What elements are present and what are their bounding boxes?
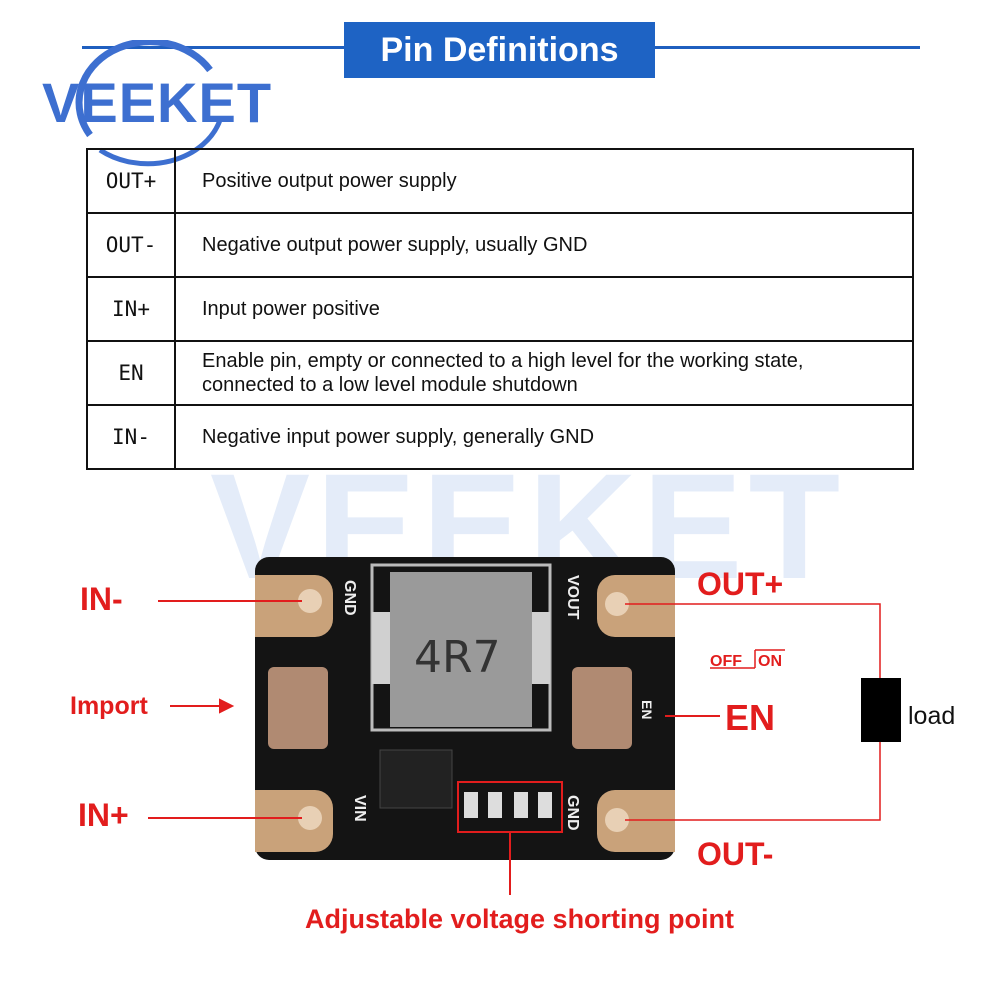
pad-out-plus	[597, 575, 675, 637]
pin-definitions-table: OUT+ Positive output power supply OUT- N…	[86, 148, 914, 470]
silkscreen-vin: VIN	[351, 795, 368, 822]
load-resistor	[861, 678, 901, 742]
table-row: OUT+ Positive output power supply	[86, 148, 914, 214]
label-load: load	[908, 702, 955, 730]
load-wire-bottom	[625, 742, 881, 821]
pin-description: Negative input power supply, generally G…	[174, 404, 914, 470]
pin-name: OUT-	[86, 212, 176, 278]
label-import: Import	[70, 692, 148, 720]
pin-description: Input power positive	[174, 276, 914, 342]
silkscreen-gnd-top: GND	[341, 580, 358, 616]
pad-in-minus	[255, 575, 333, 637]
table-row: EN Enable pin, empty or connected to a h…	[86, 340, 914, 406]
capacitor	[268, 667, 328, 749]
inductor	[390, 572, 532, 727]
pin-name: EN	[86, 340, 176, 406]
table-row: IN+ Input power positive	[86, 276, 914, 342]
pad-in-plus	[255, 790, 333, 852]
arrow-head	[219, 698, 235, 714]
pin-description: Negative output power supply, usually GN…	[174, 212, 914, 278]
capacitor	[572, 667, 632, 749]
silkscreen-en: EN	[639, 700, 655, 719]
label-switch-off: OFF	[710, 653, 742, 670]
pin-name: IN+	[86, 276, 176, 342]
table-row: OUT- Negative output power supply, usual…	[86, 212, 914, 278]
ic-chip	[379, 749, 453, 809]
page-title: Pin Definitions	[344, 22, 655, 78]
pin-name: IN-	[86, 404, 176, 470]
label-shorting-point: Adjustable voltage shorting point	[305, 904, 734, 934]
pin-description: Positive output power supply	[174, 148, 914, 214]
pin-name: OUT+	[86, 148, 176, 214]
label-in-minus: IN-	[80, 581, 123, 617]
label-out-plus: OUT+	[697, 566, 783, 602]
table-row: IN- Negative input power supply, general…	[86, 404, 914, 470]
label-in-plus: IN+	[78, 797, 129, 833]
inductor-marking: 4R7	[414, 632, 501, 683]
load-wire-top	[625, 603, 881, 678]
silkscreen-vout: VOUT	[564, 575, 581, 620]
inductor-lead	[532, 612, 550, 684]
inductor-lead	[372, 612, 390, 684]
solder-pads	[464, 792, 552, 818]
pin-description: Enable pin, empty or connected to a high…	[174, 340, 914, 406]
silkscreen-gnd-bottom: GND	[564, 795, 581, 831]
label-switch-on: ON	[758, 653, 782, 670]
label-en: EN	[725, 697, 775, 738]
pad-out-minus	[597, 790, 675, 852]
label-out-minus: OUT-	[697, 836, 773, 872]
brand-logo: VEEKET	[42, 71, 273, 134]
